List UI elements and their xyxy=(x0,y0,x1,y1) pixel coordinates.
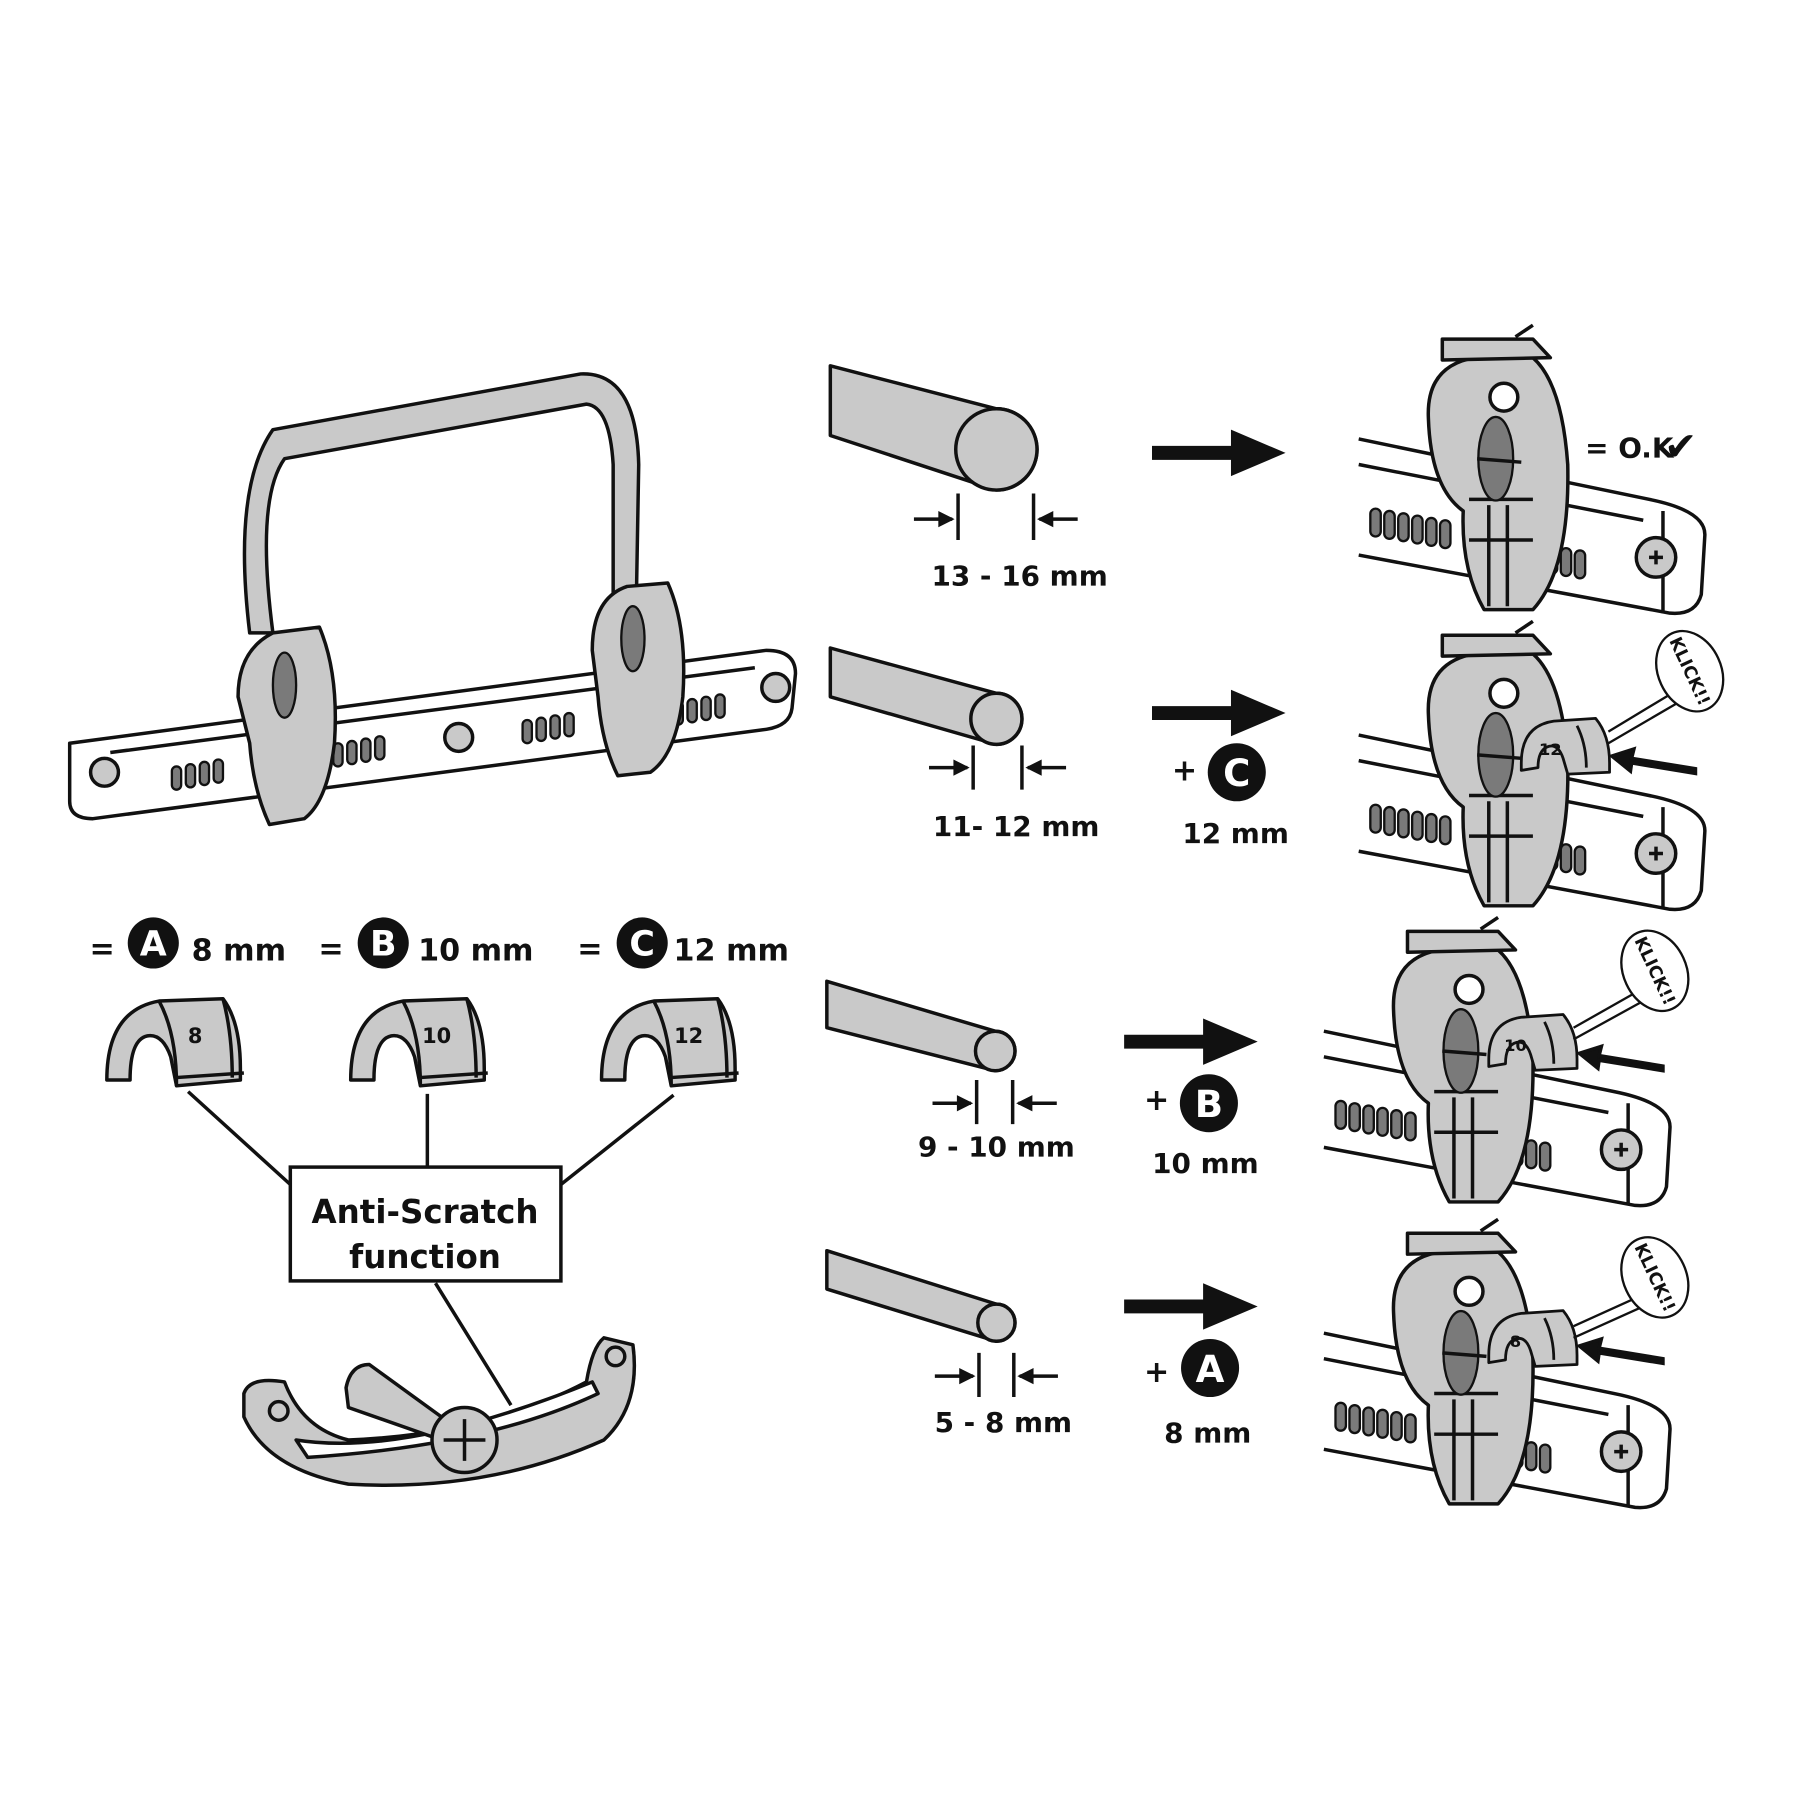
row-11-12mm: 11- 12 mm + C 12 mm 12 KLICK!! xyxy=(828,619,1725,912)
insert-size: 8 mm xyxy=(192,933,286,968)
legend-item-a: = A 8 mm 8 xyxy=(90,917,286,1088)
insert-legend: = A 8 mm 8 = B 10 mm 10 = C 12 mm 12 xyxy=(90,917,789,1088)
arrow-left-icon xyxy=(1575,1043,1665,1073)
plus-sign: + xyxy=(1144,1355,1169,1390)
clip-10 xyxy=(348,996,490,1088)
insert-letter: A xyxy=(1196,1348,1225,1391)
callout-line2: function xyxy=(349,1238,501,1276)
clamp-detail xyxy=(1322,1217,1672,1510)
insert-letter: B xyxy=(370,925,397,965)
arrow-right-icon xyxy=(1152,429,1286,477)
row-13-16mm: 13 - 16 mm = O.K ✔ xyxy=(828,323,1707,616)
arrow-right-icon xyxy=(1152,689,1286,737)
clip-number: 10 xyxy=(1504,1036,1527,1055)
insert-size: 10 mm xyxy=(1152,1147,1259,1180)
ratchet-strap-illustration xyxy=(242,1336,637,1487)
arrow-left-icon xyxy=(1575,1336,1665,1366)
insert-letter: B xyxy=(1195,1083,1223,1126)
diameter-label: 13 - 16 mm xyxy=(931,559,1107,592)
legend-item-b: = B 10 mm 10 xyxy=(318,917,534,1088)
diameter-label: 5 - 8 mm xyxy=(935,1406,1073,1439)
clip-number: 12 xyxy=(1539,740,1562,759)
callout-line1: Anti-Scratch xyxy=(312,1193,539,1231)
arrow-right-icon xyxy=(1124,1283,1258,1330)
insert-size: 12 mm xyxy=(1182,817,1289,850)
clip-number: 10 xyxy=(422,1024,451,1048)
check-icon: ✔ xyxy=(1664,424,1697,470)
row-5-8mm: 5 - 8 mm + A 8 mm 8 KLICK!! xyxy=(825,1217,1690,1510)
arrow-left-icon xyxy=(1608,746,1698,776)
ok-label: = O.K xyxy=(1585,432,1675,465)
insert-size: 10 mm xyxy=(418,933,533,968)
insert-letter: C xyxy=(1223,752,1250,795)
clip-12 xyxy=(599,996,741,1088)
anti-scratch-callout: Anti-Scratch function xyxy=(186,1090,675,1407)
insert-size: 8 mm xyxy=(1164,1416,1251,1449)
insert-badge xyxy=(1181,1338,1240,1398)
legend-item-c: = C 12 mm 12 xyxy=(577,917,789,1088)
arrow-right-icon xyxy=(1124,1018,1258,1065)
insert-letter: C xyxy=(629,925,655,965)
wheel-holder-illustration xyxy=(67,372,798,827)
diameter-label: 11- 12 mm xyxy=(933,810,1100,843)
insert-badge xyxy=(1207,743,1266,802)
clip-8 xyxy=(105,996,246,1088)
insert-size: 12 mm xyxy=(674,933,789,968)
clip-number: 8 xyxy=(1510,1332,1521,1351)
plus-sign: + xyxy=(1144,1083,1169,1118)
diameter-label: 9 - 10 mm xyxy=(918,1131,1075,1164)
rod-end xyxy=(954,407,1039,492)
insert-letter: A xyxy=(140,925,167,965)
row-9-10mm: 9 - 10 mm + B 10 mm 10 KLICK!! xyxy=(825,915,1690,1208)
clip-number: 12 xyxy=(674,1024,703,1048)
plus-sign: + xyxy=(1172,753,1197,788)
clamp-detail xyxy=(1356,323,1707,616)
insert-badge xyxy=(1179,1074,1238,1133)
equals-sign: = xyxy=(318,932,343,967)
clip-number: 8 xyxy=(188,1024,203,1048)
equals-sign: = xyxy=(577,932,602,967)
equals-sign: = xyxy=(90,932,115,967)
